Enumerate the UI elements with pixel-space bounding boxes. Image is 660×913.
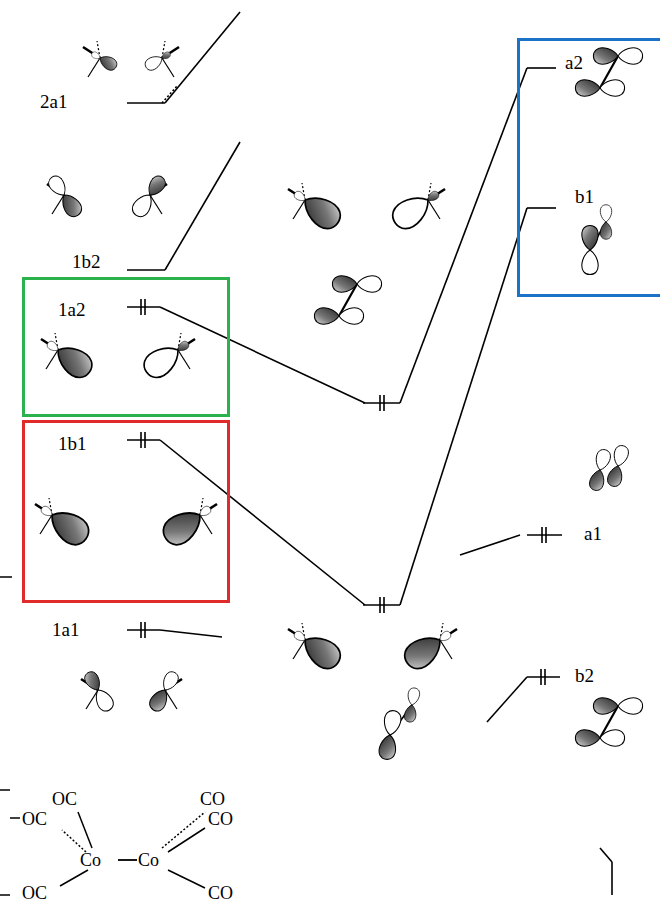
orbital-label: b1 [575, 187, 594, 206]
label-holder: OC [22, 884, 47, 903]
ligand-label: CO [200, 790, 225, 808]
orbital-label: 1b1 [58, 434, 87, 453]
label-holder: b2 [575, 666, 594, 686]
label-holder: a1 [584, 524, 602, 544]
orbital-label: 1b2 [72, 252, 101, 271]
ligand-label: OC [22, 884, 47, 902]
ligand-label: Co [80, 851, 101, 869]
highlight-box: 1b1 [22, 420, 230, 603]
orbital-label: b2 [575, 666, 594, 685]
label-holder: Co [138, 851, 159, 870]
highlight-box: 1a2 [22, 277, 230, 417]
ligand-label: Co [138, 851, 159, 869]
label-holder: 2a1 [40, 92, 67, 112]
orbital-label: a2 [565, 53, 583, 72]
ligand-label: OC [22, 810, 47, 828]
label-holder: CO [200, 790, 225, 809]
label-holder: CO [208, 884, 233, 903]
orbital-label: a1 [584, 524, 602, 543]
label-holder: OC [22, 810, 47, 829]
ligand-label: OC [52, 790, 77, 808]
label-holder: CO [208, 810, 233, 829]
label-holder: Co [80, 851, 101, 870]
orbital-label: 2a1 [40, 92, 67, 111]
label-holder: 1b2 [72, 252, 101, 272]
label-holder: 1a1 [52, 620, 79, 640]
highlight-box: a2 b1 [517, 38, 660, 297]
orbital-label: 1a1 [52, 620, 79, 639]
label-holder: OC [52, 790, 77, 809]
ligand-label: CO [208, 810, 233, 828]
orbital-label: 1a2 [58, 300, 85, 319]
ligand-label: CO [208, 884, 233, 902]
